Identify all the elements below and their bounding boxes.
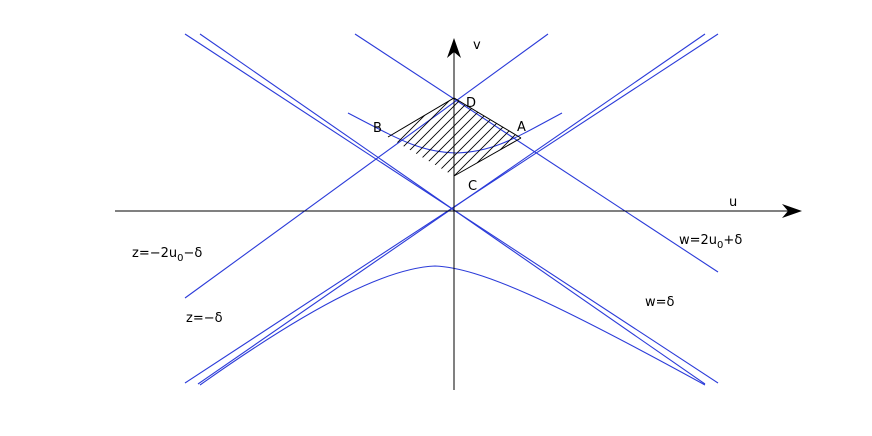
point-label-a: A	[517, 120, 526, 135]
lower-hyperbola	[199, 265, 706, 386]
point-label-c: C	[468, 179, 477, 194]
point-label-d: D	[466, 96, 476, 111]
label-z-lower: z=−δ	[186, 311, 223, 326]
label-w-upper: w=2u0+δ	[679, 233, 742, 251]
label-z-upper: z=−2u0−δ	[132, 246, 202, 264]
label-w-lower: w=δ	[645, 295, 675, 310]
line-w-lower-2	[199, 33, 706, 385]
region-lower-edge	[453, 137, 522, 177]
line-z-lower-2	[197, 33, 706, 385]
u-axis-arrowhead	[782, 204, 802, 218]
line-z-upper	[184, 33, 549, 299]
upper-hyperbola	[347, 112, 563, 154]
u-axis-label: u	[729, 195, 737, 210]
point-label-b: B	[373, 121, 382, 136]
v-axis-arrowhead	[447, 38, 461, 58]
v-axis-label: v	[473, 38, 481, 53]
